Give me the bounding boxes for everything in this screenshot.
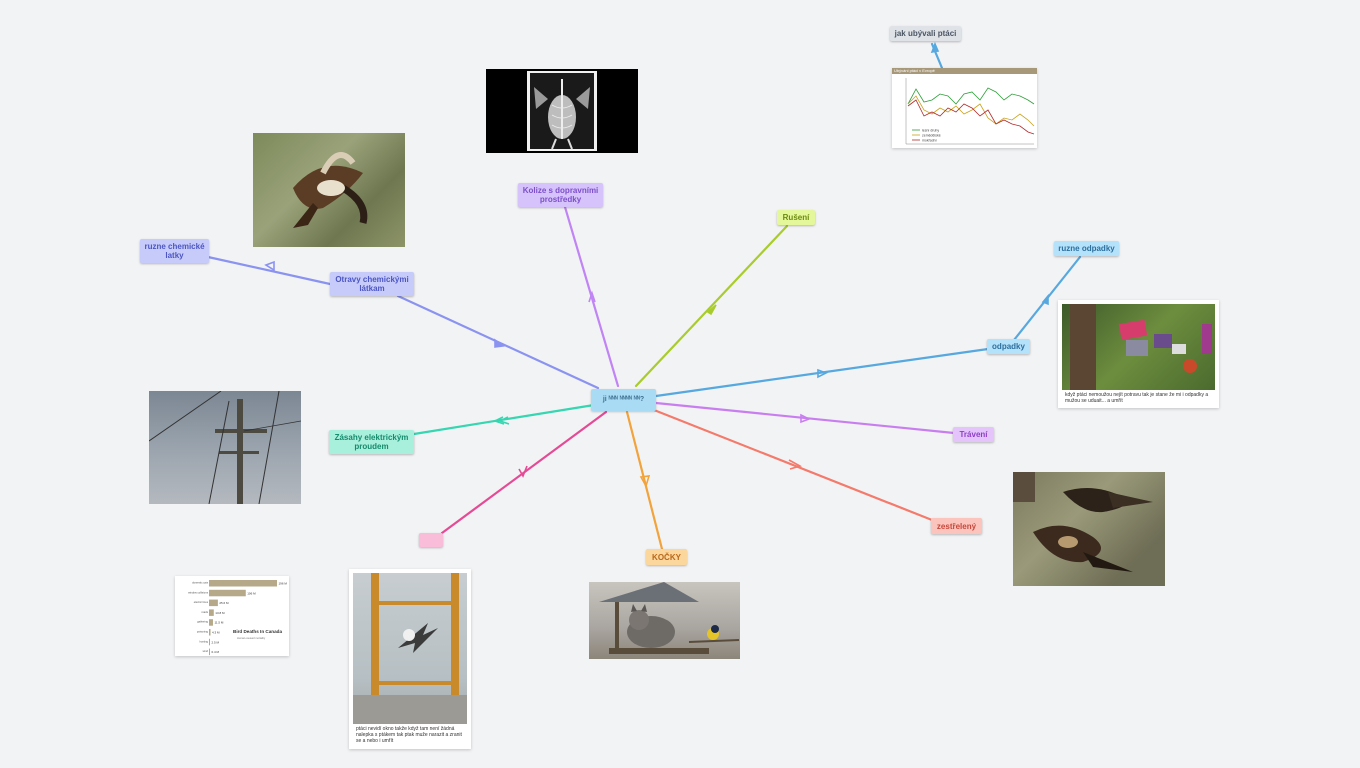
node-kolize-label: Kolize s dopravními prostředky	[522, 186, 599, 204]
bar-value-label: 106 M	[247, 591, 256, 595]
bar-value-label: 25.6 M	[219, 601, 229, 605]
node-pink-label: ???	[423, 535, 439, 545]
bar-value-label: 4.3 M	[212, 631, 220, 635]
node-elektrika[interactable]: Zásahy elektrickým proudem	[329, 430, 414, 454]
bar-chart-subtitle: Human-caused mortality	[237, 636, 266, 640]
bar-chart-plot: Bird Deaths In Canada Human-caused morta…	[188, 580, 288, 656]
node-jak-ubyvali-label: jak ubývali ptáci	[894, 29, 957, 38]
series-forest	[907, 87, 1035, 105]
node-kocky[interactable]: KOČKY	[646, 549, 687, 565]
bar	[209, 609, 214, 616]
bar-category-label: roads	[202, 610, 209, 614]
power-pole-icon[interactable]	[149, 391, 301, 504]
dead-hawk-icon[interactable]	[253, 133, 405, 247]
node-ruzne-odpadky-label: ruzne odpadky	[1058, 244, 1115, 253]
bar	[209, 638, 210, 646]
bar	[209, 599, 218, 607]
line-chart-plot: lesní druhy zemědělské mokřadní	[905, 78, 1035, 145]
arrow-otravy	[494, 338, 506, 348]
node-jak-ubyvali[interactable]: jak ubývali ptáci	[890, 26, 961, 41]
arrow-chart	[930, 41, 940, 54]
arrow-ruzne-odpadky	[1041, 293, 1049, 306]
bar-category-label: window collisions	[188, 590, 209, 594]
bird-deaths-canada-chart[interactable]: Bird Deaths In Canada Human-caused morta…	[175, 576, 289, 656]
node-elektrika-label: Zásahy elektrickým proudem	[334, 433, 409, 451]
node-ruzne-odpadky[interactable]: ruzne odpadky	[1054, 241, 1119, 256]
connector-odpadky	[654, 347, 990, 398]
node-ruseni-label: Rušení	[782, 213, 810, 222]
arrow-elektrika-2	[497, 416, 510, 425]
node-chemicke-label: ruzne chemické latky	[144, 242, 205, 260]
node-zastreleny-label: zestřelený	[936, 521, 977, 531]
legend-forest: lesní druhy	[922, 129, 939, 133]
bar-category-label: domestic cats	[192, 581, 209, 585]
series-wetland	[907, 99, 1035, 135]
arrow-kolize	[588, 290, 596, 303]
connector-ruseni	[634, 224, 789, 388]
legend-farmland: zemědělské	[922, 134, 941, 138]
node-chemicke[interactable]: ruzne chemické latky	[140, 239, 209, 263]
series-farmland	[907, 95, 1035, 127]
arrow-kocky	[639, 475, 651, 489]
bird-decline-line-chart[interactable]: Ubýváni ptáci v Evropě lesní druhy zeměd…	[892, 68, 1037, 148]
window-caption: ptáci nevidí okno takže když tam není žá…	[356, 726, 462, 744]
bar-category-label: electric lines	[194, 600, 209, 604]
bar	[209, 619, 213, 626]
arrow-elektrika	[492, 416, 505, 425]
node-kocky-label: KOČKY	[652, 552, 681, 562]
connector-traveni	[654, 401, 956, 435]
node-otravy-label: Otravy chemickými látkam	[335, 275, 409, 293]
shot-birds-icon[interactable]	[1013, 472, 1165, 586]
legend-wetland: mokřadní	[922, 139, 937, 143]
node-traveni[interactable]: Trávení	[953, 427, 994, 442]
bar-chart-title: Bird Deaths In Canada	[233, 629, 282, 634]
trash-card[interactable]: když ptáci nemoužou nejít potravu tak je…	[1058, 300, 1219, 408]
bar	[209, 648, 210, 656]
node-traveni-label: Trávení	[959, 430, 988, 439]
node-zastreleny[interactable]: zestřelený	[931, 518, 982, 534]
bar-category-label: gathering	[197, 620, 208, 624]
node-ruseni[interactable]: Rušení	[777, 210, 815, 225]
arrow-ruseni	[706, 304, 717, 316]
window-collision-card[interactable]: ptáci nevidí okno takže když tam není žá…	[349, 569, 471, 749]
connector-zastreleny	[652, 408, 934, 522]
central-topic[interactable]: ji ᴺᴺᴺ ᴺᴺᴺᴺ ᴺᴺ?	[591, 389, 656, 411]
bar	[209, 629, 211, 636]
arrow-traveni	[800, 413, 811, 424]
arrow-pink	[518, 465, 528, 478]
line-chart-title: Ubýváni ptáci v Evropě	[892, 68, 1037, 74]
node-kolize[interactable]: Kolize s dopravními prostředky	[518, 183, 603, 207]
connector-kocky	[625, 410, 664, 551]
trash-in-forest-icon	[1062, 304, 1215, 390]
bar-value-label: 2.5 M	[212, 640, 220, 644]
arrow-zastreleny	[788, 459, 803, 470]
bird-xray-icon[interactable]	[486, 69, 638, 153]
trash-caption: když ptáci nemoužou nejít potravu tak je…	[1065, 392, 1209, 404]
bar	[209, 589, 246, 597]
bar-value-label: 0.4 M	[212, 650, 220, 654]
cat-at-feeder-icon[interactable]	[589, 582, 740, 659]
central-topic-label: ji ᴺᴺᴺ ᴺᴺᴺᴺ ᴺᴺ?	[602, 396, 645, 403]
bar-value-label: 11.5 M	[214, 621, 223, 625]
bar-category-label: poisoning	[197, 630, 209, 634]
window-bird-sticker-icon	[353, 573, 467, 724]
bar-value-label: 196 M	[279, 582, 288, 586]
arrow-odpadky	[817, 368, 828, 379]
connector-chemicke	[206, 255, 332, 286]
bar	[209, 580, 277, 587]
node-otravy[interactable]: Otravy chemickými látkam	[330, 272, 414, 296]
bar-category-label: wind	[203, 649, 209, 653]
arrow-chemicke	[264, 260, 275, 272]
bar-category-label: hunting	[199, 639, 208, 643]
node-pink[interactable]: ???	[419, 533, 443, 547]
bar-value-label: 13.8 M	[215, 611, 225, 615]
node-odpadky[interactable]: odpadky	[987, 339, 1030, 354]
node-odpadky-label: odpadky	[992, 342, 1025, 351]
